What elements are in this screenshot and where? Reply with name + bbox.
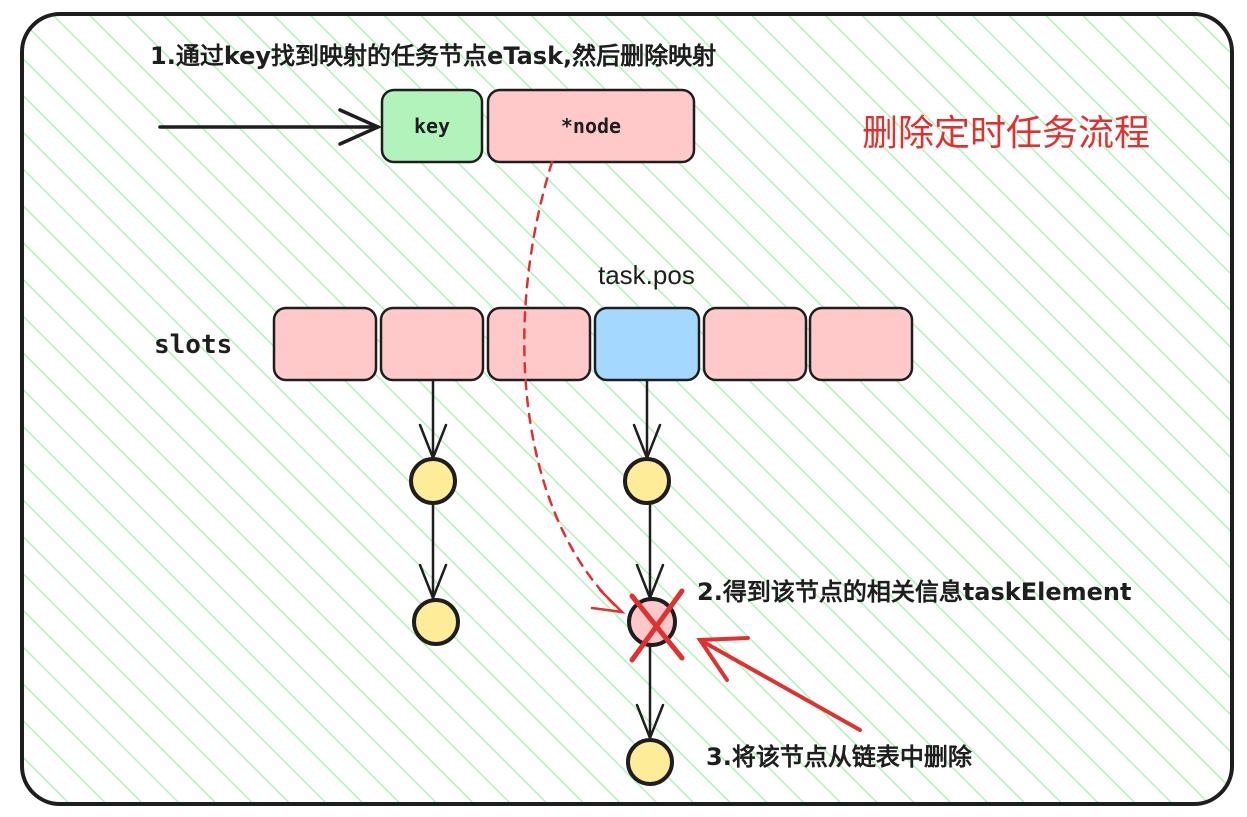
list-node: [409, 457, 457, 505]
entry-arrow: [158, 108, 383, 146]
step-1-label: 1.通过key找到映射的任务节点eTask,然后删除映射: [150, 42, 717, 70]
diagram-title: 删除定时任务流程: [862, 113, 1151, 154]
key-box: [380, 88, 484, 164]
task-pos-label: task.pos: [598, 260, 695, 290]
red-x-icon: [629, 588, 685, 663]
slot-cell: [486, 306, 592, 382]
slot-cell-task-pos: [593, 306, 701, 382]
key-label: key: [413, 114, 451, 138]
node-label: *node: [560, 114, 622, 138]
slot-cell: [272, 306, 378, 382]
slot-cell: [808, 306, 914, 382]
step-2-label: 2.得到该节点的相关信息taskElement: [697, 578, 1132, 606]
list-node: [623, 457, 671, 505]
node-pointer-box: [486, 88, 696, 164]
list-node: [626, 738, 674, 786]
slots-label: slots: [154, 330, 233, 360]
frame: [20, 12, 1234, 806]
list-node: [412, 598, 460, 646]
step-3-label: 3.将该节点从链表中删除: [706, 743, 972, 771]
slot-cell: [702, 306, 808, 382]
delete-annotation-arrow: [696, 636, 862, 732]
node-pointer-arrow: [523, 160, 626, 614]
slot-cell: [379, 306, 485, 382]
